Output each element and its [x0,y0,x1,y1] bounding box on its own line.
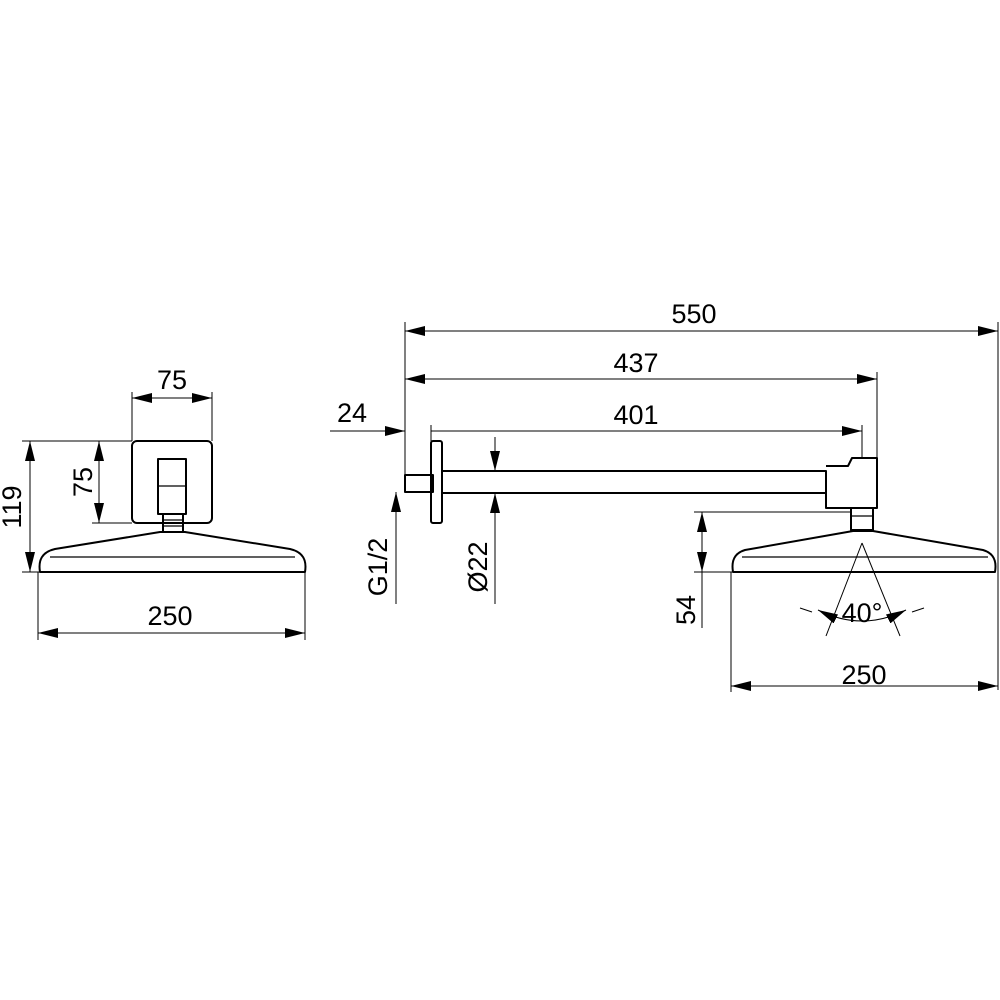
side-thread-stub [404,474,434,493]
side-shower-head [731,530,997,573]
side-elbow [825,457,878,509]
front-dim-total-height: 119 [0,485,27,528]
side-spray-angle-label: 40° [842,598,883,628]
side-dim-pipe-diameter: Ø22 [463,541,493,592]
side-arm [441,470,827,494]
front-dim-head-width: 250 [147,601,192,631]
front-dim-mount-width: 75 [157,365,187,395]
front-wall-plate [131,440,213,524]
front-view: 75 75 119 250 [0,365,307,640]
side-dim-arm-length: 401 [613,400,658,430]
front-shower-head [38,531,307,573]
side-view: 550 437 401 24 G1/2 Ø22 54 40° [330,299,999,692]
side-dim-arm-center: 437 [613,348,658,378]
side-dim-head-height: 54 [671,595,701,625]
front-dim-mount-height: 75 [68,467,98,497]
side-spray-angle-arc [817,609,907,624]
side-thread-label: G1/2 [363,538,393,597]
side-dim-overall-length: 550 [671,299,716,329]
side-dim-head-width: 250 [841,660,886,690]
side-dim-flange-offset: 24 [337,398,367,428]
